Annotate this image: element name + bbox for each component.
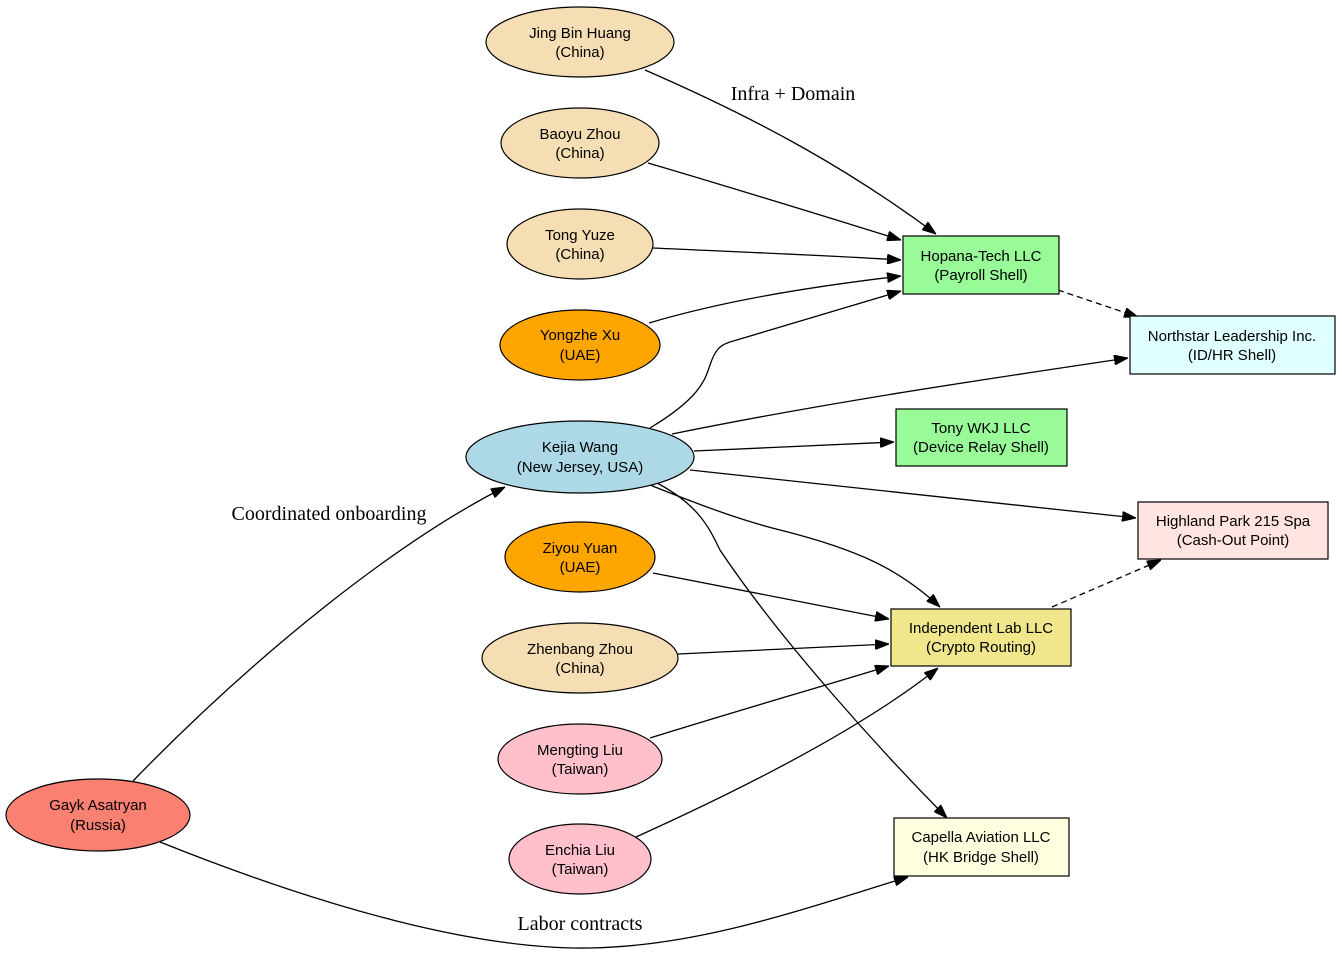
node-enchia-liu[interactable]: Enchia Liu (Taiwan) — [508, 823, 652, 895]
node-name: Zhenbang Zhou — [527, 641, 633, 658]
node-name: Enchia Liu — [545, 842, 615, 859]
node-shape — [508, 823, 652, 895]
edge-gayk-kejia — [132, 487, 505, 782]
node-name: Highland Park 215 Spa — [1156, 513, 1311, 530]
edge-kejia-highland — [689, 469, 1136, 518]
node-tong-yuze[interactable]: Tong Yuze (China) — [506, 208, 654, 280]
node-name: Kejia Wang — [542, 439, 618, 456]
node-name: Hopana-Tech LLC — [921, 248, 1042, 265]
node-role: (HK Bridge Shell) — [923, 849, 1039, 866]
edge-mengting-indlab — [649, 666, 889, 739]
node-mengting-liu[interactable]: Mengting Liu (Taiwan) — [497, 723, 663, 795]
node-shape — [895, 408, 1068, 467]
node-location: (Taiwan) — [552, 861, 609, 878]
node-name: Capella Aviation LLC — [912, 829, 1051, 846]
node-shape — [500, 107, 660, 179]
node-location: (Russia) — [70, 817, 126, 834]
edge-kejia-indlab — [649, 484, 940, 607]
edge-labels: Infra + Domain Coordinated onboarding La… — [232, 83, 856, 935]
node-name: Ziyou Yuan — [543, 540, 618, 557]
node-role: (ID/HR Shell) — [1188, 347, 1276, 364]
edge-kejia-northstar — [671, 358, 1128, 435]
node-shape — [5, 778, 191, 852]
node-shape — [481, 622, 679, 694]
node-name: Yongzhe Xu — [540, 327, 620, 344]
node-location: (China) — [555, 246, 604, 263]
node-gayk-asatryan[interactable]: Gayk Asatryan (Russia) — [5, 778, 191, 852]
edge-ziyou-indlab — [652, 572, 889, 619]
node-kejia-wang[interactable]: Kejia Wang (New Jersey, USA) — [465, 420, 695, 494]
node-shape — [890, 608, 1072, 667]
node-role: (Cash-Out Point) — [1177, 532, 1290, 549]
node-location: (China) — [555, 660, 604, 677]
edge-kejia-tonywkj — [693, 442, 894, 452]
node-northstar-leadership[interactable]: Northstar Leadership Inc. (ID/HR Shell) — [1129, 315, 1336, 375]
edge-enchia-indlab — [635, 668, 938, 838]
node-location: (Taiwan) — [552, 761, 609, 778]
node-shape — [485, 6, 675, 78]
node-shape — [465, 420, 695, 494]
node-ziyou-yuan[interactable]: Ziyou Yuan (UAE) — [504, 521, 656, 593]
node-capella-aviation[interactable]: Capella Aviation LLC (HK Bridge Shell) — [893, 817, 1070, 877]
edge-label-infra-domain: Infra + Domain — [731, 83, 856, 105]
node-tony-wkj[interactable]: Tony WKJ LLC (Device Relay Shell) — [895, 408, 1068, 467]
edge-kejia-hopana — [649, 291, 901, 429]
node-shape — [499, 309, 661, 381]
node-name: Northstar Leadership Inc. — [1148, 328, 1316, 345]
node-shape — [893, 817, 1070, 877]
node-shape — [506, 208, 654, 280]
node-name: Baoyu Zhou — [540, 126, 621, 143]
node-yongzhe-xu[interactable]: Yongzhe Xu (UAE) — [499, 309, 661, 381]
node-shape — [902, 235, 1060, 295]
node-role: (Crypto Routing) — [926, 639, 1036, 656]
node-location: (China) — [555, 145, 604, 162]
edge-baoyu-hopana — [647, 162, 901, 240]
node-independent-lab[interactable]: Independent Lab LLC (Crypto Routing) — [890, 608, 1072, 667]
edge-indlab-highland — [1051, 559, 1161, 608]
node-role: (Payroll Shell) — [934, 267, 1027, 284]
edge-tong-hopana — [652, 247, 901, 260]
node-shape — [1129, 315, 1336, 375]
node-baoyu-zhou[interactable]: Baoyu Zhou (China) — [500, 107, 660, 179]
node-location: (China) — [555, 44, 604, 61]
node-shape — [1137, 501, 1329, 560]
edge-label-coordinated-onboarding: Coordinated onboarding — [232, 503, 427, 525]
edge-kejia-capella — [654, 481, 947, 818]
node-jing-bin-huang[interactable]: Jing Bin Huang (China) — [485, 6, 675, 78]
node-name: Jing Bin Huang — [529, 25, 631, 42]
edge-label-labor-contracts: Labor contracts — [518, 913, 643, 935]
node-shape — [504, 521, 656, 593]
edge-gayk-capella — [159, 841, 908, 949]
node-hopana-tech[interactable]: Hopana-Tech LLC (Payroll Shell) — [902, 235, 1060, 295]
node-name: Mengting Liu — [537, 742, 623, 759]
node-name: Independent Lab LLC — [909, 620, 1053, 637]
edges — [132, 69, 1161, 949]
node-location: (New Jersey, USA) — [517, 459, 643, 476]
node-name: Gayk Asatryan — [49, 797, 147, 814]
node-shape — [497, 723, 663, 795]
node-name: Tony WKJ LLC — [931, 420, 1030, 437]
node-role: (Device Relay Shell) — [913, 439, 1049, 456]
edge-yongzhe-hopana — [648, 276, 901, 324]
node-zhenbang-zhou[interactable]: Zhenbang Zhou (China) — [481, 622, 679, 694]
edge-hopana-northstar — [1057, 289, 1138, 317]
node-location: (UAE) — [560, 347, 601, 364]
node-name: Tong Yuze — [545, 227, 615, 244]
edge-jing-hopana — [644, 69, 936, 234]
node-highland-park-spa[interactable]: Highland Park 215 Spa (Cash-Out Point) — [1137, 501, 1329, 560]
edge-zhenbang-indlab — [677, 644, 889, 655]
node-location: (UAE) — [560, 559, 601, 576]
